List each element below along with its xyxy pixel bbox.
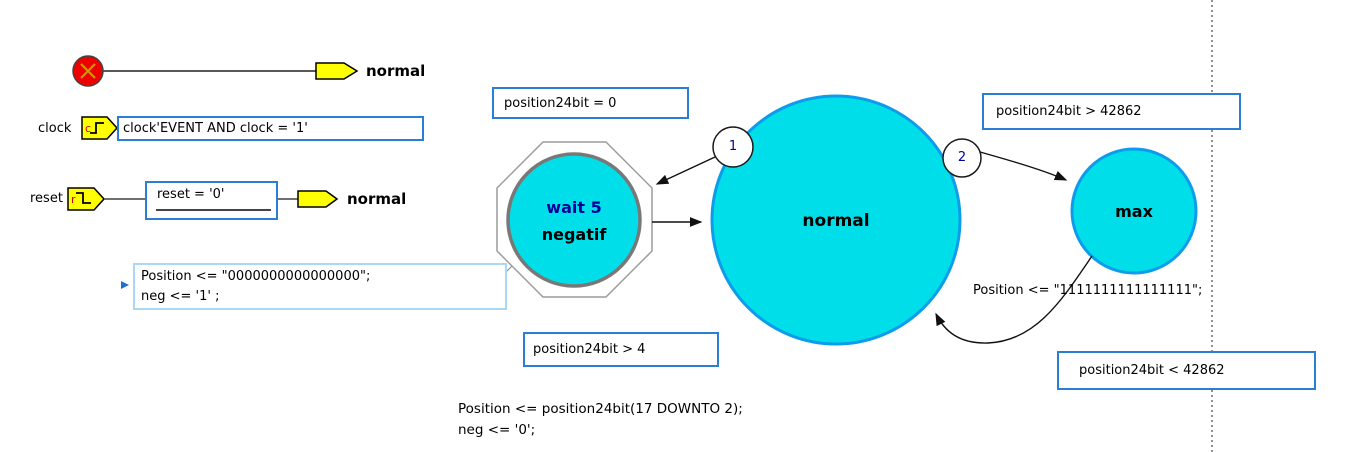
state-wait-label-line1: wait 5 xyxy=(546,198,602,217)
state-normal-circle[interactable] xyxy=(710,94,962,346)
clock-letter: c xyxy=(85,122,91,135)
reset-action-line1: Position <= "0000000000000000"; xyxy=(141,269,371,284)
condition-position-eq-0[interactable]: position24bit = 0 xyxy=(492,87,689,119)
priority-1-label: 1 xyxy=(728,139,738,154)
reset-condition-box[interactable]: reset = '0' xyxy=(145,181,278,220)
falling-edge-icon xyxy=(76,192,91,204)
state-wait-label: wait 5 negatif xyxy=(509,194,639,248)
action-pointer-icon xyxy=(121,281,129,289)
reset-port-label: reset xyxy=(30,191,63,206)
state-max-circle[interactable] xyxy=(1070,147,1198,275)
wait-to-normal-action-text[interactable]: Position <= position24bit(17 DOWNTO 2); … xyxy=(458,399,743,441)
priority-bubble-2[interactable] xyxy=(942,138,982,178)
priority-2-label: 2 xyxy=(957,150,967,165)
state-max-label: max xyxy=(1115,202,1153,221)
reset-offpage-connector-icon[interactable] xyxy=(297,190,339,208)
condition-position-lt-42862[interactable]: position24bit < 42862 xyxy=(1057,351,1316,390)
clock-condition-box[interactable]: clock'EVENT AND clock = '1' xyxy=(117,116,424,141)
wait-to-normal-action-line2: neg <= '0'; xyxy=(458,422,536,438)
condition-action-separator xyxy=(156,209,271,211)
reset-condition-text: reset = '0' xyxy=(157,187,225,202)
reset-letter: r xyxy=(71,193,76,206)
max-to-normal-action-text[interactable]: Position <= "1111111111111111"; xyxy=(973,283,1203,298)
init-connector-label: normal xyxy=(366,62,426,80)
reset-action-box[interactable]: Position <= "0000000000000000"; neg <= '… xyxy=(133,263,507,310)
state-normal-label: normal xyxy=(802,211,870,231)
clock-port-label: clock xyxy=(38,121,72,136)
init-offpage-connector-icon[interactable] xyxy=(315,62,359,80)
reset-action-line2: neg <= '1' ; xyxy=(141,289,220,304)
state-wait-label-line2: negatif xyxy=(541,225,607,244)
priority-bubble-1[interactable] xyxy=(712,126,754,168)
state-wait-circle[interactable] xyxy=(506,152,642,288)
transition-normal-to-wait[interactable] xyxy=(655,156,716,185)
wait-to-normal-action-line1: Position <= position24bit(17 DOWNTO 2); xyxy=(458,401,743,417)
condition-position-gt-4[interactable]: position24bit > 4 xyxy=(523,332,719,367)
condition-position-gt-42862[interactable]: position24bit > 42862 xyxy=(982,93,1241,130)
transition-max-to-normal[interactable] xyxy=(935,255,1093,344)
transition-normal-to-max[interactable] xyxy=(979,151,1068,181)
rising-edge-icon xyxy=(90,122,104,134)
reset-connector-label: normal xyxy=(347,190,407,208)
entry-cross-icon xyxy=(80,63,96,79)
